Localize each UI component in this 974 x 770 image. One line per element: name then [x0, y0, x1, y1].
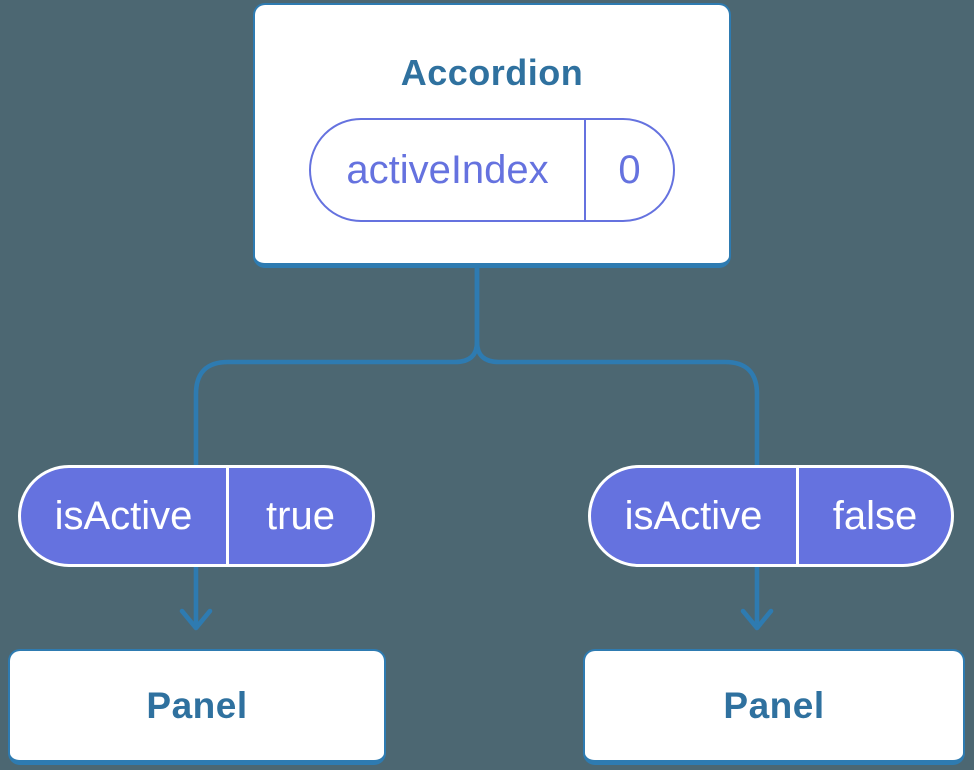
arrow-down-left-icon — [179, 608, 213, 631]
panel-component-card-right: Panel — [583, 649, 965, 765]
prop-pill-isactive-true: isActive true — [18, 465, 375, 567]
arrow-down-right-icon — [740, 608, 774, 631]
state-pill-activeindex: activeIndex 0 — [309, 118, 675, 222]
accordion-title: Accordion — [400, 52, 584, 93]
panel-component-card-left: Panel — [8, 649, 386, 765]
prop-name-label: isActive — [591, 468, 799, 564]
connector-right-branch — [474, 263, 760, 630]
accordion-component-card: Accordion activeIndex 0 — [253, 3, 731, 268]
prop-name-label: isActive — [21, 468, 229, 564]
prop-value-label: true — [266, 493, 335, 538]
state-name-label: activeIndex — [311, 120, 586, 220]
prop-value-label: false — [832, 493, 918, 538]
panel-title: Panel — [146, 684, 248, 726]
prop-pill-isactive-false: isActive false — [588, 465, 954, 567]
connector-left-branch — [193, 263, 480, 630]
panel-title: Panel — [723, 684, 825, 726]
state-value-label: 0 — [618, 147, 641, 192]
